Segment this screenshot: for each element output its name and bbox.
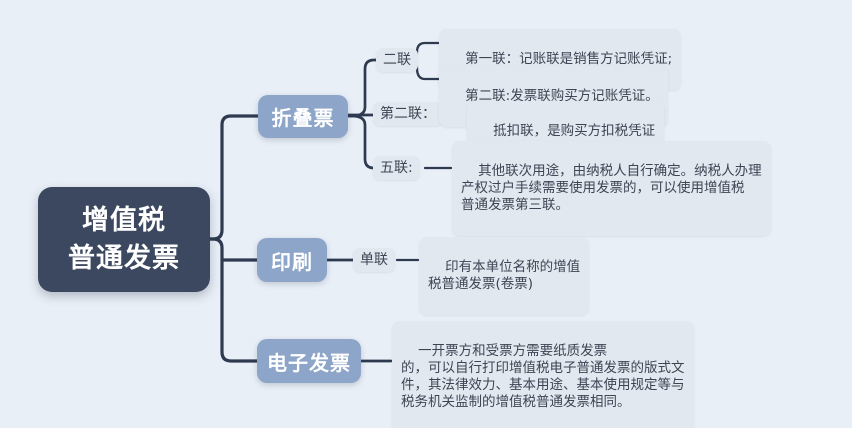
sub-node-label: 二联 bbox=[383, 52, 411, 68]
leaf-text: 第二联:发票联购买方记账凭证。 bbox=[465, 88, 659, 104]
connector-folding-to-erlian bbox=[346, 58, 378, 118]
branch-node-folding-ticket[interactable]: 折叠票 bbox=[258, 95, 348, 138]
branch-node-label: 电子发票 bbox=[267, 350, 351, 375]
connector-root-to-folding bbox=[208, 114, 260, 241]
root-node-label: 增值税 普通发票 bbox=[68, 204, 180, 274]
branch-node-electronic-invoice[interactable]: 电子发票 bbox=[257, 339, 361, 383]
branch-node-print[interactable]: 印刷 bbox=[257, 238, 327, 282]
leaf-text: 其他联次用途，由纳税人自行确定。纳税人办理 产权过户手续需要使用发票的，可以使用… bbox=[461, 163, 762, 213]
sub-node-label: 单联 bbox=[360, 252, 388, 268]
leaf-text: 第一联：记账联是销售方记账凭证; bbox=[465, 51, 673, 67]
leaf-text: 一开票方和受票方需要纸质发票 的，可以自行打印增值税电子普通发票的版式文 件，其… bbox=[401, 343, 685, 410]
branch-node-label: 折叠票 bbox=[271, 106, 335, 130]
leaf-text: 抵扣联，是购买方扣税凭证 bbox=[493, 123, 656, 139]
leaf-text: 印有本单位名称的增值 税普通发票(卷票) bbox=[428, 259, 581, 292]
sub-node-wulian[interactable]: 五联: bbox=[373, 156, 420, 180]
sub-node-label: 五联: bbox=[380, 160, 413, 176]
root-node-vat-ordinary-invoice[interactable]: 增值税 普通发票 bbox=[38, 187, 210, 292]
sub-node-dierlian[interactable]: 第二联： bbox=[373, 102, 443, 126]
leaf-roll-ticket[interactable]: 印有本单位名称的增值 税普通发票(卷票) bbox=[419, 237, 590, 315]
sub-node-label: 第二联： bbox=[380, 106, 436, 122]
sub-node-erlian[interactable]: 二联 bbox=[376, 48, 418, 72]
connector-root-to-electronic bbox=[208, 237, 259, 363]
connector-folding-to-wulian bbox=[346, 114, 377, 170]
leaf-electronic-invoice-description[interactable]: 一开票方和受票方需要纸质发票 的，可以自行打印增值税电子普通发票的版式文 件，其… bbox=[392, 321, 694, 428]
sub-node-danlian[interactable]: 单联 bbox=[353, 248, 395, 272]
leaf-other-copies-usage[interactable]: 其他联次用途，由纳税人自行确定。纳税人办理 产权过户手续需要使用发票的，可以使用… bbox=[452, 141, 771, 236]
branch-node-label: 印刷 bbox=[271, 249, 313, 274]
